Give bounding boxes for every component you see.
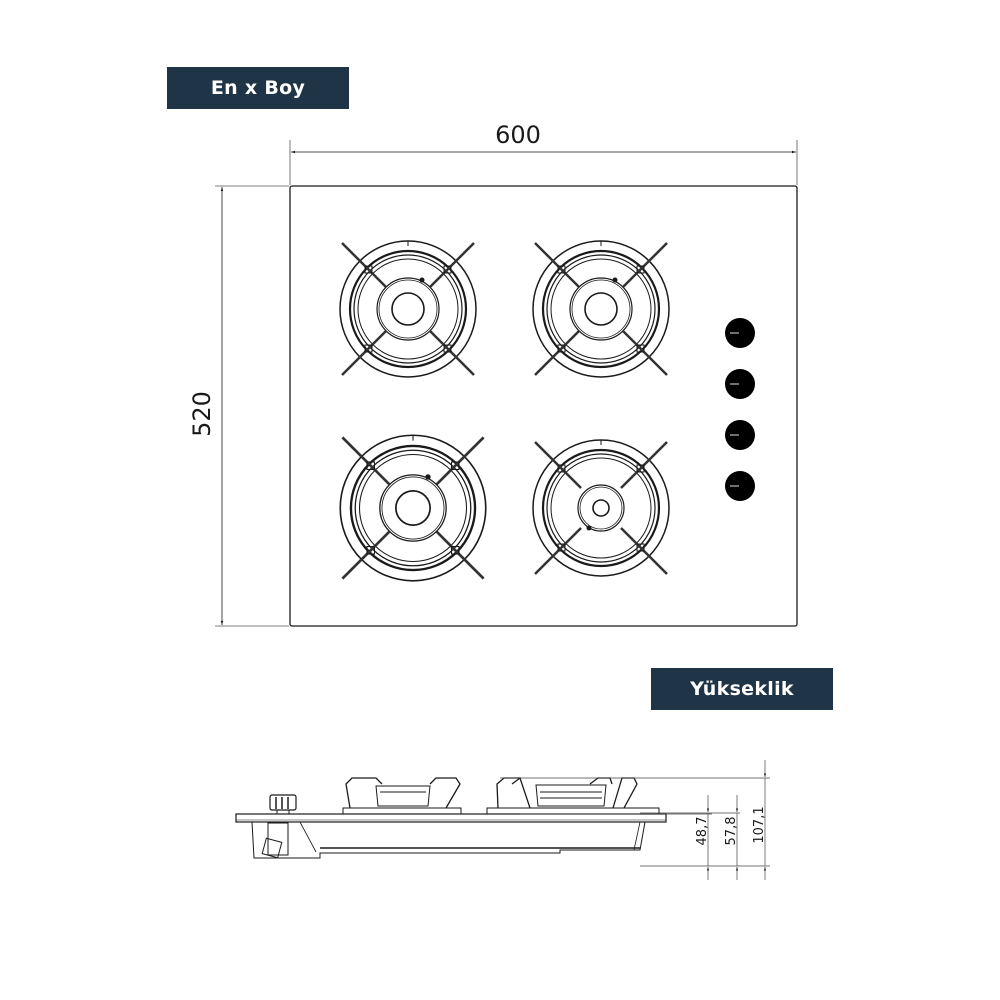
knob-4[interactable]	[725, 471, 755, 501]
burner-bottom-left	[338, 433, 488, 583]
dimension-48-7: 48,7	[695, 817, 710, 846]
knob-1[interactable]	[725, 318, 755, 348]
hob-outline	[289, 185, 798, 627]
burner-top-right	[531, 239, 671, 379]
depth-dimension: 520	[188, 391, 216, 437]
dimension-107-1: 107,1	[752, 806, 767, 843]
burner-top-left	[338, 239, 478, 379]
burner-bottom-right	[532, 439, 670, 577]
side-view-label: Yükseklik	[651, 668, 833, 710]
knob-2[interactable]	[725, 369, 755, 399]
top-view-label: En x Boy	[167, 67, 349, 109]
knob-3[interactable]	[725, 420, 755, 450]
side-view	[235, 776, 667, 859]
width-dimension: 600	[495, 121, 541, 149]
dimension-57-8: 57,8	[724, 817, 739, 846]
